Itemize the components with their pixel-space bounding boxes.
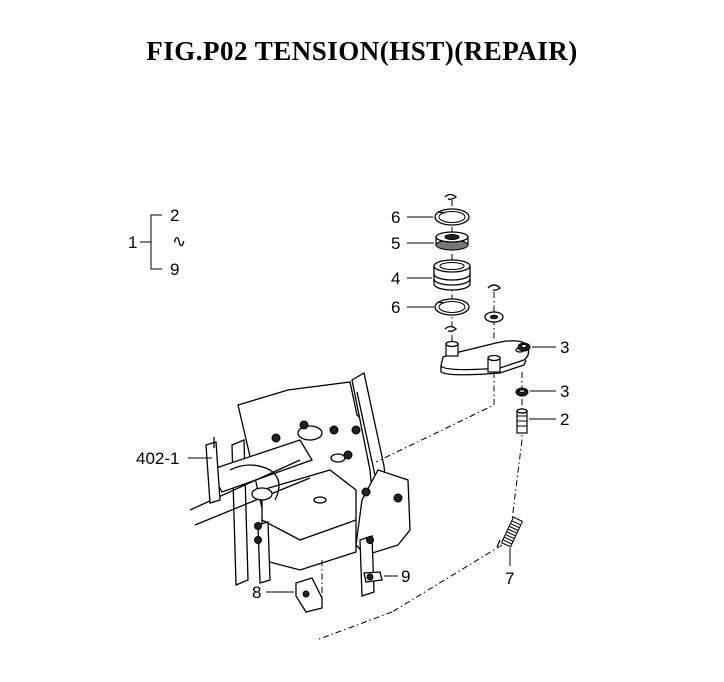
washer-stack bbox=[484, 284, 504, 340]
legend-range-mark: ∿ bbox=[172, 232, 186, 251]
callout-nut-upper: 3 bbox=[560, 338, 569, 357]
snap-ring-top-inner bbox=[438, 211, 466, 223]
callout-eye-bolt: 2 bbox=[560, 410, 569, 429]
callout-bolt-9: 9 bbox=[401, 567, 410, 586]
main-frame bbox=[189, 371, 411, 597]
assembly-legend: 1 2 ∿ 9 bbox=[128, 206, 186, 279]
callout-nut-lower: 3 bbox=[560, 382, 569, 401]
clip-bottom bbox=[444, 325, 457, 332]
pulley bbox=[433, 259, 471, 291]
callout-snap-ring-top: 6 bbox=[391, 208, 400, 227]
pivot-guide-line bbox=[375, 372, 495, 463]
bearing bbox=[435, 231, 469, 251]
callout-spring-bracket: 8 bbox=[252, 583, 261, 602]
callout-spring: 7 bbox=[505, 569, 514, 588]
eye-bolt bbox=[516, 372, 528, 440]
callout-bearing: 5 bbox=[391, 234, 400, 253]
callouts: 6 5 4 6 3 3 2 402-1 9 8 7 bbox=[136, 208, 569, 602]
nut-upper bbox=[517, 342, 531, 352]
spring-bracket bbox=[295, 577, 323, 613]
callout-snap-ring-bottom: 6 bbox=[391, 298, 400, 317]
legend-assembly-number: 1 bbox=[128, 233, 137, 252]
bolt-9 bbox=[363, 571, 383, 583]
pulley-stack bbox=[433, 193, 471, 345]
clip-top bbox=[444, 193, 458, 200]
legend-range-start: 2 bbox=[170, 206, 179, 225]
callout-pulley: 4 bbox=[391, 269, 400, 288]
spring-guide-line bbox=[315, 611, 393, 641]
callout-402-1: 402-1 bbox=[136, 449, 179, 468]
tension-spring bbox=[391, 439, 524, 613]
page-title: FIG.P02 TENSION(HST)(REPAIR) bbox=[146, 36, 578, 66]
tension-arm bbox=[440, 340, 530, 376]
legend-range-end: 9 bbox=[170, 260, 179, 279]
legend-bracket bbox=[150, 214, 162, 270]
